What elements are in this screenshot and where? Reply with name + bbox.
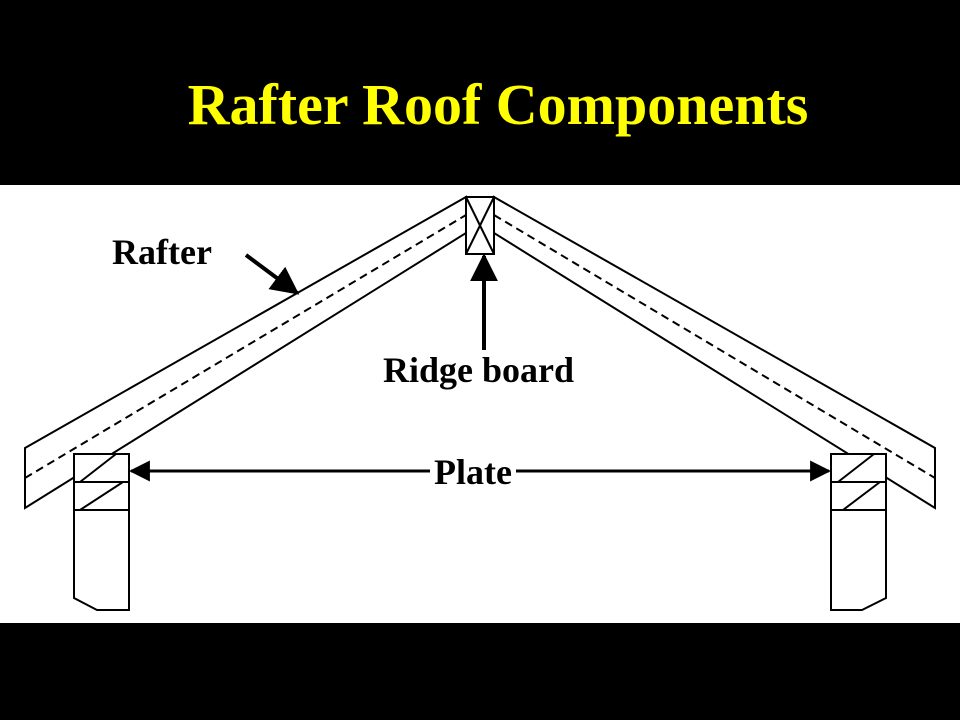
ridge-board-label: Ridge board [383,350,575,390]
rafter-roof-diagram [24,195,936,611]
rafter-pointer-arrow [244,253,300,295]
rafter-label: Rafter [112,232,212,272]
slide-title: Rafter Roof Components [187,72,809,137]
title-band [0,0,960,185]
ridge-board [465,196,495,255]
plate-label: Plate [430,452,516,492]
left-plate [73,453,130,611]
right-plate [830,453,887,611]
bottom-band [0,623,960,720]
